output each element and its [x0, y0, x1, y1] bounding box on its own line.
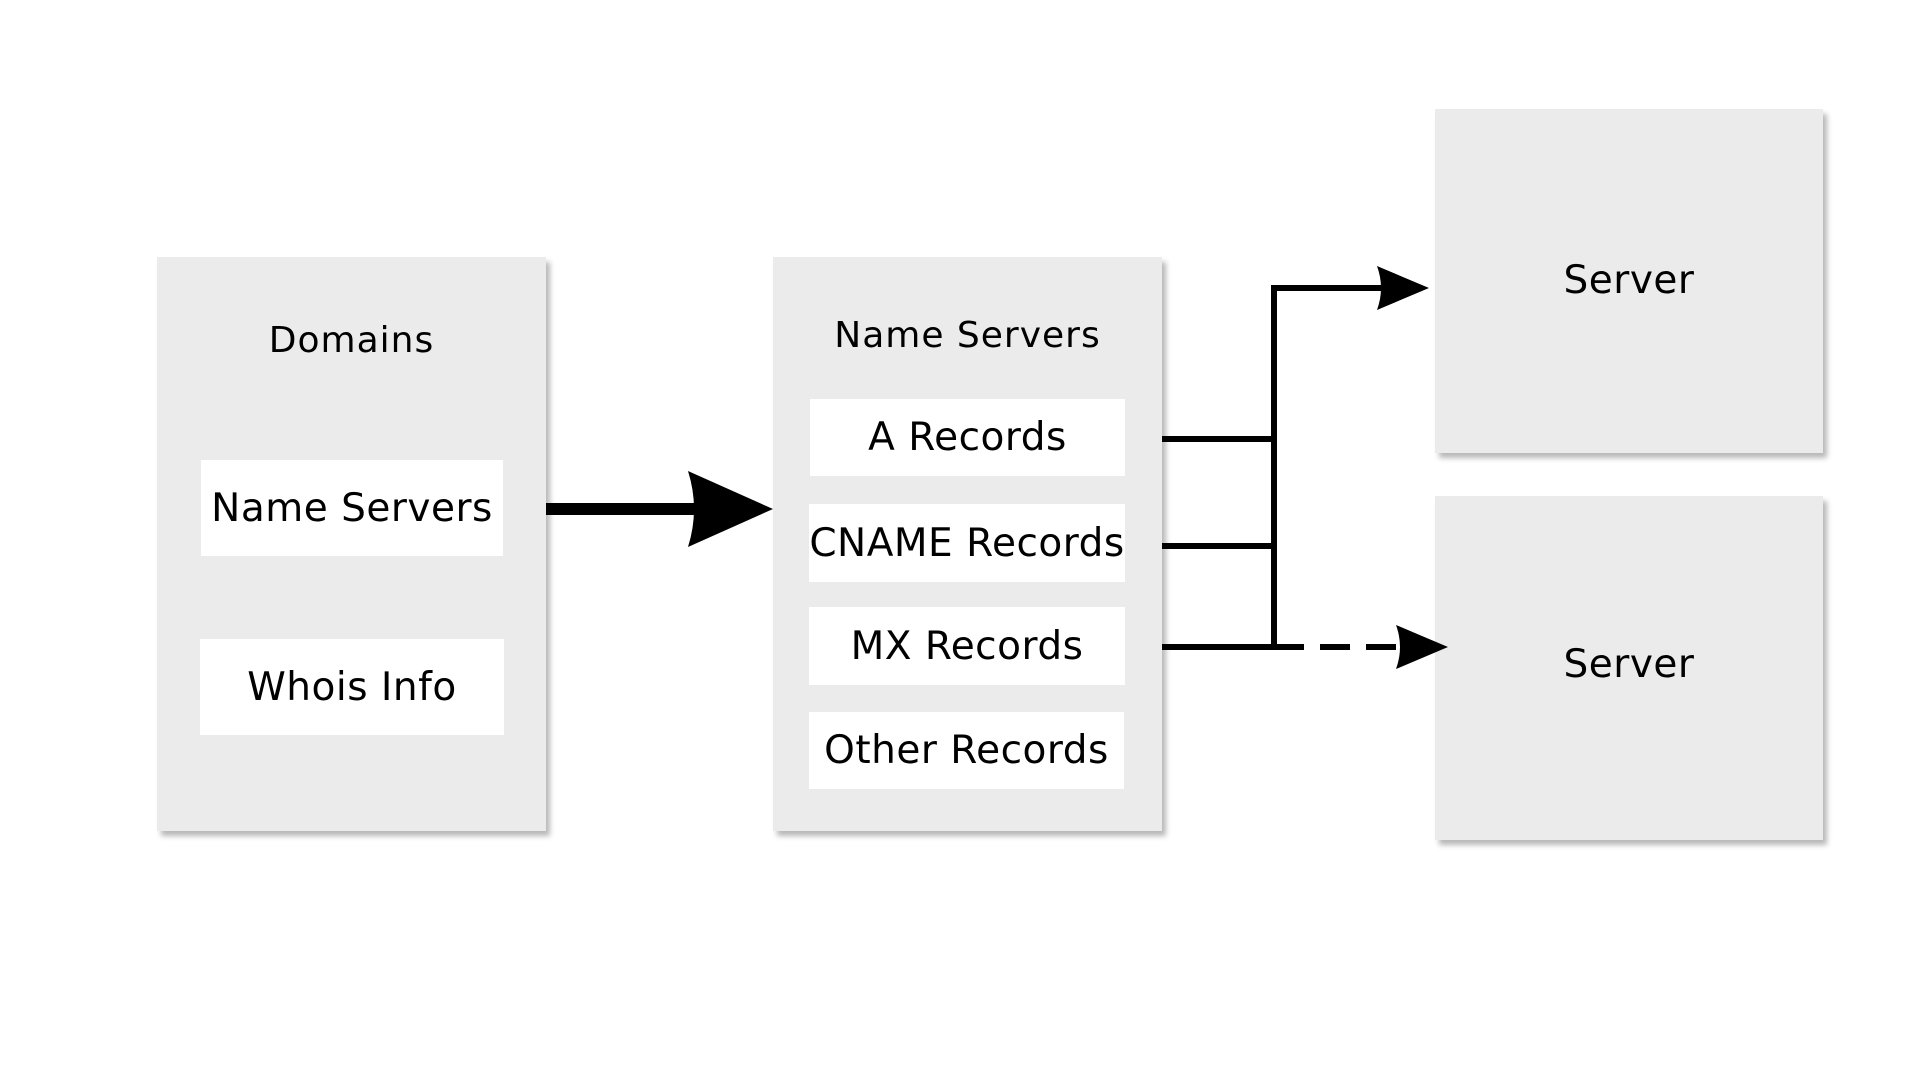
domains-panel: Domains Name Servers Whois Info [157, 257, 546, 831]
domains-item-whois-info: Whois Info [200, 639, 504, 735]
record-mx: MX Records [809, 607, 1125, 685]
domains-panel-title: Domains [268, 320, 435, 361]
arrow-top-server-head [1377, 266, 1429, 310]
domains-item-name-servers: Name Servers [201, 460, 503, 556]
record-cname: CNAME Records [809, 504, 1125, 582]
record-a: A Records [810, 399, 1125, 476]
server-label-bottom: Server [1563, 642, 1695, 687]
server-box-bottom: Server [1435, 496, 1823, 840]
nameservers-panel-title: Name Servers [834, 315, 1101, 356]
main-arrow-head [688, 471, 773, 547]
server-box-top: Server [1435, 109, 1823, 453]
nameservers-panel: Name Servers A Records CNAME Records MX … [773, 257, 1162, 831]
record-other: Other Records [809, 712, 1124, 789]
server-label-top: Server [1563, 258, 1695, 303]
